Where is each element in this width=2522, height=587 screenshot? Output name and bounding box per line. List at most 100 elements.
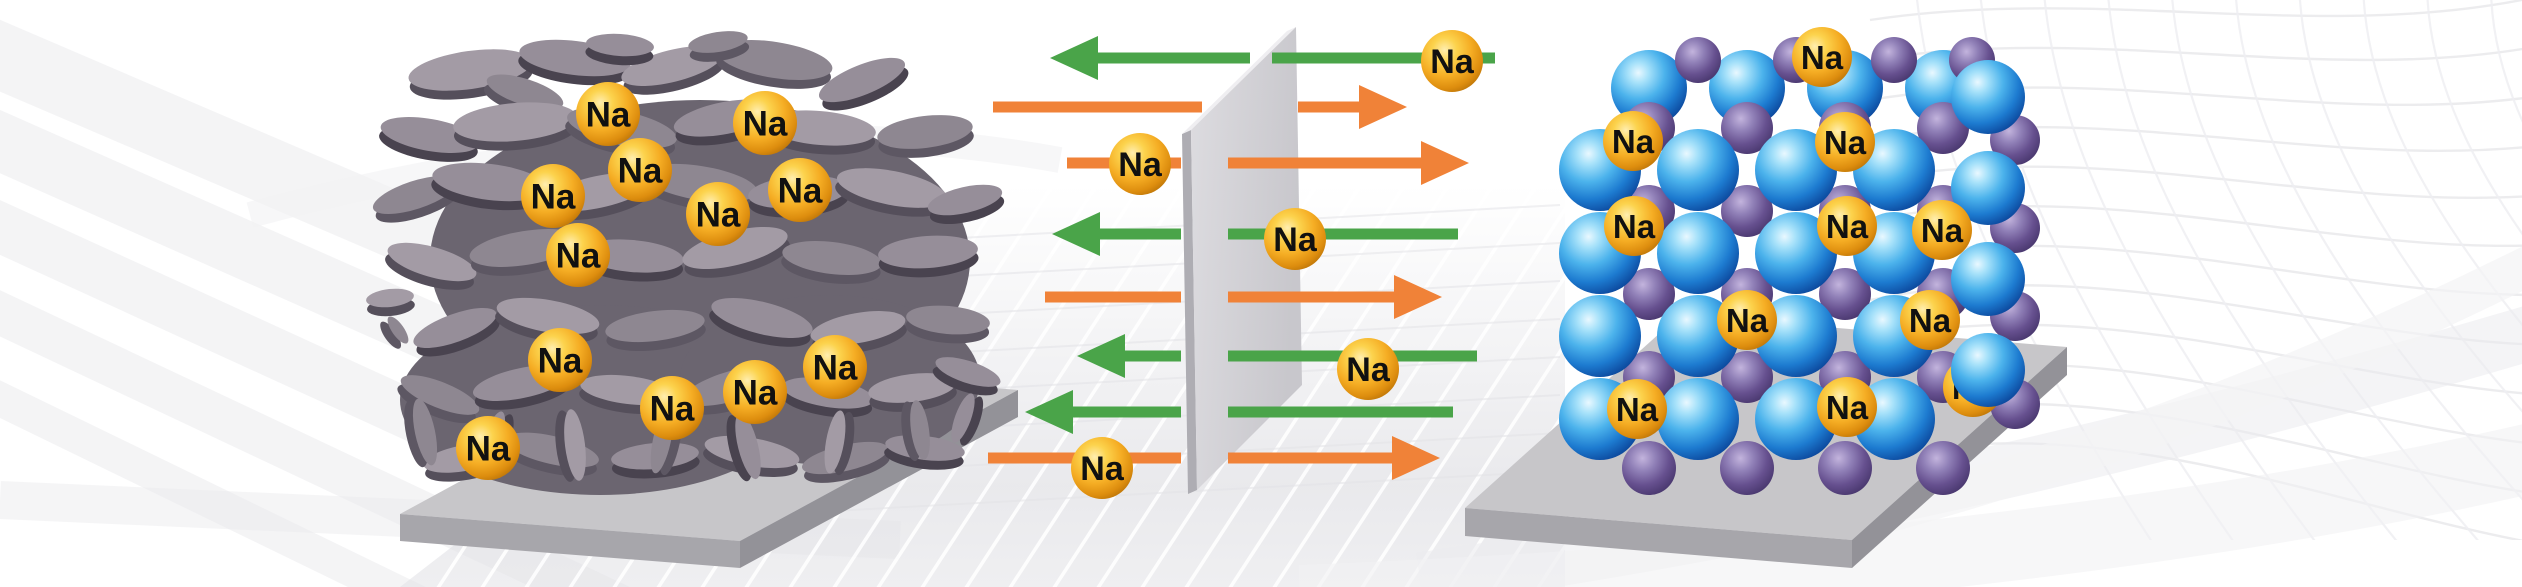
na-ion bbox=[1717, 290, 1777, 350]
na-ion bbox=[1071, 437, 1133, 499]
na-ion-label: Na bbox=[1346, 351, 1391, 389]
purple-sphere bbox=[1819, 268, 1871, 320]
na-ion-label: Na bbox=[1824, 124, 1867, 161]
na-ion bbox=[1817, 196, 1877, 256]
carbon-flake bbox=[726, 412, 761, 482]
carbon-flake bbox=[404, 398, 438, 468]
purple-sphere bbox=[1871, 37, 1917, 83]
mesh-curve bbox=[1869, 323, 2522, 395]
na-ion bbox=[1109, 133, 1171, 195]
na-ion bbox=[1912, 200, 1972, 260]
na-ion-label: Na bbox=[1273, 221, 1318, 259]
anode-platform-front bbox=[400, 514, 740, 568]
carbon-flake bbox=[585, 33, 654, 66]
purple-sphere bbox=[1916, 441, 1970, 495]
orange-arrow-right bbox=[1045, 275, 1442, 319]
na-ion-label: Na bbox=[696, 196, 741, 235]
anode-platform-side bbox=[740, 390, 1018, 568]
na-ion-label: Na bbox=[531, 178, 576, 217]
carbon-flake bbox=[878, 235, 979, 278]
orange-arrow-right-head bbox=[1421, 141, 1469, 185]
blue-sphere-side bbox=[1951, 242, 2025, 316]
purple-sphere bbox=[1721, 102, 1773, 154]
na-ion-label: Na bbox=[586, 96, 631, 135]
na-ion-label: Na bbox=[650, 390, 695, 429]
carbon-flake bbox=[431, 162, 548, 211]
mesh-curve bbox=[2298, 0, 2522, 413]
orange-arrow-right-head bbox=[1394, 275, 1442, 319]
blue-sphere bbox=[1657, 212, 1739, 294]
na-ion bbox=[1337, 338, 1399, 400]
flake-top bbox=[735, 412, 761, 480]
carbon-flake bbox=[709, 298, 813, 347]
na-ion-label: Na bbox=[1801, 39, 1844, 76]
flake-top bbox=[496, 297, 600, 335]
mesh-curve bbox=[2362, 0, 2522, 327]
carbon-flake bbox=[835, 168, 948, 217]
orange-arrow-right-shaft bbox=[993, 101, 1202, 113]
orange-arrow-right bbox=[993, 85, 1407, 129]
flake-side bbox=[959, 396, 984, 446]
flake-top bbox=[400, 375, 480, 415]
na-ion-label: Na bbox=[1080, 450, 1125, 488]
na-ion-label: Na bbox=[1909, 302, 1952, 339]
na-ion bbox=[1264, 208, 1326, 270]
carbon-flake bbox=[413, 308, 500, 357]
na-ion bbox=[640, 376, 704, 440]
swoosh bbox=[1854, 246, 2522, 540]
na-ion-label: Na bbox=[1118, 146, 1163, 184]
na-ion-label: Na bbox=[743, 105, 788, 144]
blue-sphere-back bbox=[1611, 50, 1687, 126]
na-ion bbox=[1792, 27, 1852, 87]
carbon-flake bbox=[682, 226, 790, 278]
flake-top bbox=[877, 115, 973, 149]
green-arrow-left bbox=[1050, 36, 1495, 80]
na-ion bbox=[1817, 377, 1877, 437]
flake-top bbox=[366, 288, 414, 308]
flake-top bbox=[711, 298, 813, 338]
flake-top bbox=[782, 240, 882, 276]
mesh-curve bbox=[2426, 0, 2522, 236]
separator-edge bbox=[1182, 130, 1197, 494]
separator-membrane bbox=[1182, 27, 1302, 494]
carbon-flake bbox=[385, 242, 477, 290]
flake-top bbox=[453, 102, 577, 142]
blue-sphere bbox=[1559, 295, 1641, 377]
cathode-platform-front bbox=[1465, 508, 1852, 568]
mesh-curve bbox=[1869, 0, 2522, 22]
carbon-flake bbox=[453, 102, 578, 151]
na-ion bbox=[803, 335, 867, 399]
flake-top bbox=[412, 398, 438, 466]
na-ion-label: Na bbox=[733, 374, 778, 413]
na-ion bbox=[1604, 196, 1664, 256]
green-arrow-left-shaft bbox=[1228, 228, 1458, 240]
flake-top bbox=[586, 33, 654, 57]
na-ion bbox=[686, 182, 750, 246]
na-ion-label: Na bbox=[1612, 123, 1655, 160]
flake-top bbox=[818, 57, 906, 103]
carbon-flake bbox=[366, 288, 415, 317]
carbon-flake bbox=[905, 305, 990, 344]
na-ion bbox=[1607, 379, 1667, 439]
purple-sphere bbox=[1675, 37, 1721, 83]
purple-sphere bbox=[1623, 268, 1675, 320]
na-ion-label: Na bbox=[1430, 43, 1475, 81]
green-arrow-left-head bbox=[1050, 36, 1098, 80]
flake-top bbox=[387, 242, 477, 282]
na-ion-label: Na bbox=[1613, 208, 1656, 245]
orange-arrow-right-shaft bbox=[1045, 291, 1181, 303]
na-ion-label: Na bbox=[538, 342, 583, 381]
carbon-flake bbox=[781, 240, 882, 284]
na-ion-label: Na bbox=[778, 172, 823, 211]
carbon-flake bbox=[605, 309, 706, 352]
carbon-flake bbox=[927, 184, 1005, 225]
na-ion bbox=[456, 416, 520, 480]
carbon-flake bbox=[824, 410, 855, 476]
purple-sphere bbox=[1622, 441, 1676, 495]
blue-sphere-side bbox=[1951, 333, 2025, 407]
flake-top bbox=[836, 168, 948, 208]
flake-top bbox=[910, 400, 930, 460]
na-ion bbox=[608, 138, 672, 202]
